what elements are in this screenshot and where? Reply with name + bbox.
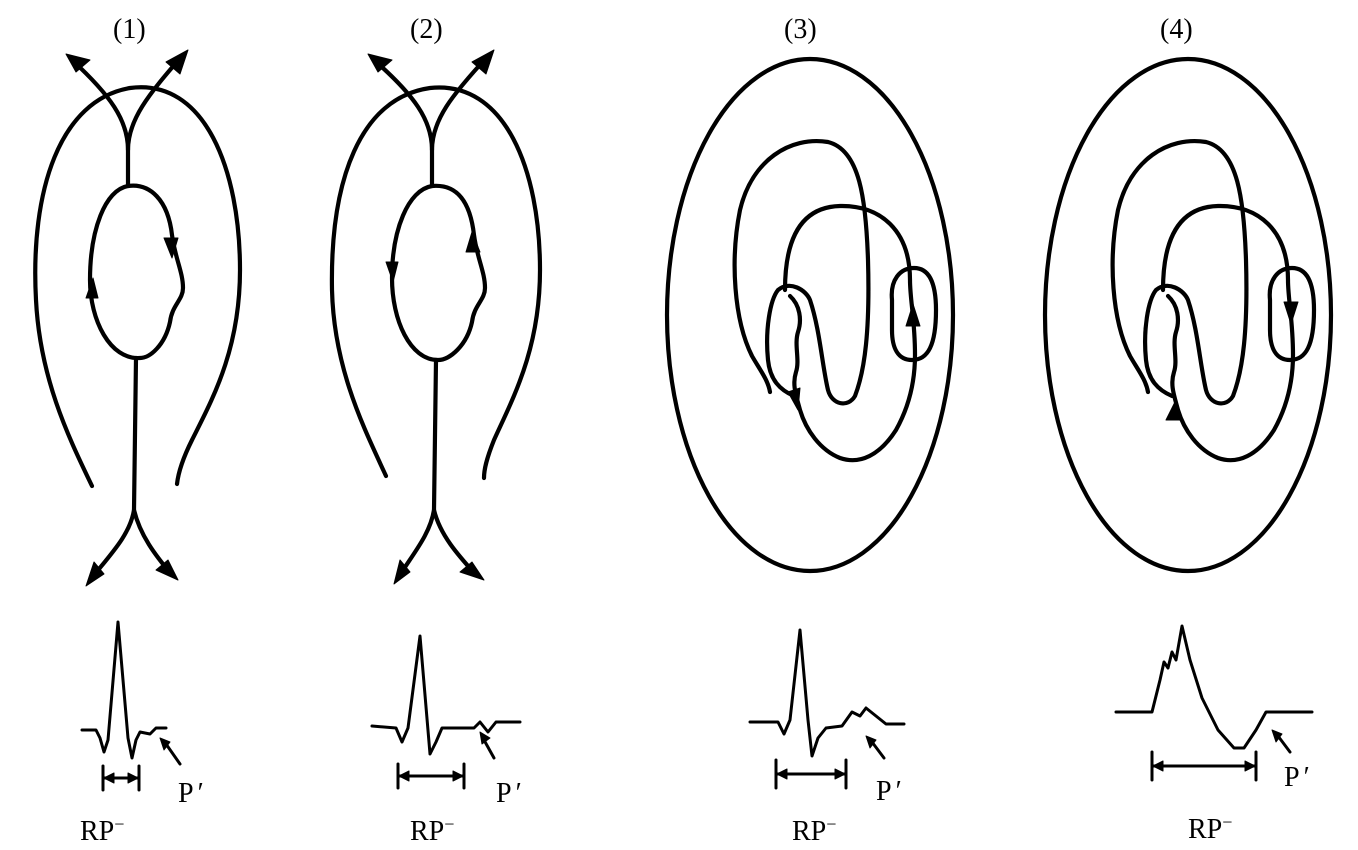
panel-3-rp-arrow-left bbox=[776, 768, 788, 780]
panel-1-label: (1) bbox=[113, 14, 146, 45]
panel-2-upper-stem-right bbox=[429, 53, 491, 153]
panel-4-rp-label: RP− bbox=[1188, 812, 1232, 845]
panel-4-reentry-path bbox=[1110, 139, 1249, 406]
panel-2-ecg-trace bbox=[370, 634, 522, 756]
panel-2-p-pointer bbox=[482, 738, 496, 760]
panel-1-loop-arrow-right bbox=[163, 237, 179, 259]
panel-3: (3) P′ RP− bbox=[664, 14, 956, 847]
panel-1-arrow-up-left bbox=[65, 53, 91, 73]
panel-1-center-loop bbox=[87, 183, 186, 361]
panel-1-arrow-up-right bbox=[165, 49, 189, 75]
panel-3-rp-label: RP− bbox=[792, 814, 836, 847]
panel-2-loop-arrow-down bbox=[385, 261, 399, 283]
panel-3-p-label: P′ bbox=[876, 776, 902, 807]
panel-1-rp-label: RP− bbox=[80, 814, 124, 847]
panel-4-heart-outline bbox=[1042, 56, 1334, 574]
panel-1-upper-stem bbox=[69, 57, 131, 189]
panel-3-label: (3) bbox=[784, 14, 817, 45]
panel-3-ecg-trace bbox=[748, 628, 906, 758]
panel-3-small-loop bbox=[889, 265, 939, 363]
panel-2-arrow-down-left bbox=[393, 559, 411, 585]
panel-4-rp-arrow-left bbox=[1152, 760, 1164, 772]
panel-4-p-label: P′ bbox=[1284, 762, 1310, 793]
panel-2-loop-arrow-up bbox=[465, 231, 481, 253]
panel-1-loop-arrow-left bbox=[85, 277, 99, 299]
panel-2-p-pointer-head bbox=[479, 731, 491, 745]
panel-3-heart-outline bbox=[664, 56, 956, 574]
panel-2-arrow-up-right bbox=[471, 49, 495, 75]
panel-2-arrow-down-right bbox=[459, 561, 485, 581]
panel-1-rp-arrow-left bbox=[103, 772, 115, 784]
panel-2-rp-arrow-left bbox=[398, 770, 410, 782]
panel-1-heart-outline bbox=[33, 85, 243, 489]
panel-2-upper-stem bbox=[371, 57, 435, 189]
panel-4-p-pointer-head bbox=[1271, 729, 1283, 743]
panel-3-p-pointer bbox=[870, 740, 886, 760]
panel-3-rp-arrow-right bbox=[834, 768, 846, 780]
panel-4-rp-arrow-right bbox=[1244, 760, 1256, 772]
panel-2: (2) P′ RP− bbox=[329, 14, 543, 847]
panel-3-inner-loop bbox=[782, 203, 918, 463]
panel-2-heart-outline bbox=[329, 85, 543, 481]
panel-3-p-pointer-head bbox=[865, 735, 877, 749]
panel-1-p-label: P′ bbox=[178, 778, 204, 809]
panel-3-small-loop-arrow-up bbox=[905, 303, 921, 327]
panel-1-p-pointer bbox=[164, 742, 182, 766]
panel-4-p-pointer bbox=[1276, 734, 1292, 754]
panel-1-ecg-trace bbox=[80, 620, 168, 760]
panel-2-p-label: P′ bbox=[496, 778, 522, 809]
panel-1-rp-arrow-right bbox=[127, 772, 139, 784]
panel-4-small-loop bbox=[1267, 265, 1317, 363]
panel-1-p-pointer-head bbox=[159, 737, 171, 751]
panel-4-small-loop-arrow-down bbox=[1283, 301, 1299, 325]
panel-4-label: (4) bbox=[1160, 14, 1193, 45]
panel-4: (4) P′ RP− bbox=[1042, 14, 1334, 845]
panel-4-ecg-trace bbox=[1114, 624, 1314, 750]
panel-4-reentry-arrow-up bbox=[1165, 399, 1181, 421]
panel-1-lower-stem bbox=[87, 355, 139, 583]
panel-1-upper-stem-right bbox=[125, 53, 185, 153]
panel-2-label: (2) bbox=[410, 14, 443, 45]
panel-1: (1) P′ RP− bbox=[33, 14, 243, 847]
panel-3-reentry-path bbox=[732, 139, 871, 406]
panel-2-rp-label: RP− bbox=[410, 814, 454, 847]
panel-2-rp-arrow-right bbox=[452, 770, 464, 782]
panel-2-arrow-up-left bbox=[367, 53, 393, 73]
panel-2-center-loop bbox=[389, 183, 488, 363]
panel-4-inner-loop bbox=[1160, 203, 1296, 463]
panel-3-reentry-arrow-down bbox=[787, 387, 801, 411]
panel-1-arrow-down-right bbox=[155, 559, 179, 581]
panel-1-arrow-down-left bbox=[85, 561, 105, 587]
panel-2-lower-stem bbox=[395, 357, 439, 581]
